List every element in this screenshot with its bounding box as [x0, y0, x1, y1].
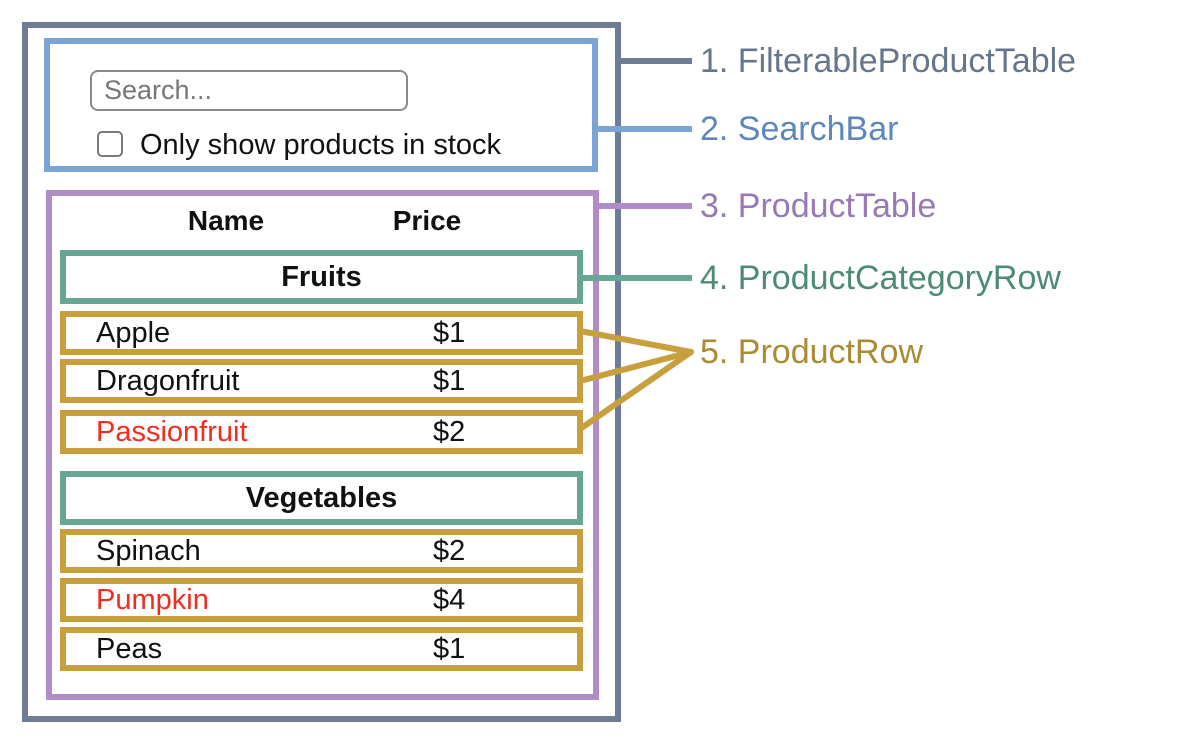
product-name: Spinach: [96, 534, 201, 567]
legend-search-bar: 2. SearchBar: [700, 110, 899, 148]
in-stock-checkbox[interactable]: [97, 131, 123, 157]
product-row-spinach: Spinach $2: [60, 529, 583, 573]
product-row-pumpkin: Pumpkin $4: [60, 578, 583, 622]
category-label: Fruits: [281, 260, 362, 293]
category-row-fruits: Fruits: [60, 250, 583, 304]
column-header-name: Name: [187, 205, 265, 236]
search-input[interactable]: [90, 70, 408, 111]
product-name: Peas: [96, 632, 163, 665]
legend-product-row: 5. ProductRow: [700, 333, 923, 371]
legend-filterable-product-table: 1. FilterableProductTable: [700, 42, 1077, 80]
product-price: $4: [433, 583, 466, 616]
product-name: Dragonfruit: [96, 364, 240, 397]
column-header-price: Price: [392, 205, 462, 236]
product-row-peas: Peas $1: [60, 627, 583, 671]
product-price: $1: [433, 316, 466, 349]
legend-product-category-row: 4. ProductCategoryRow: [700, 259, 1061, 297]
product-name: Apple: [96, 316, 171, 349]
product-price: $1: [433, 364, 466, 397]
product-price: $2: [433, 534, 466, 567]
product-name: Pumpkin: [96, 583, 209, 616]
product-row-passionfruit: Passionfruit $2: [60, 410, 583, 454]
product-price: $1: [433, 632, 466, 665]
product-price: $2: [433, 415, 466, 448]
category-label: Vegetables: [245, 481, 398, 514]
category-row-vegetables: Vegetables: [60, 471, 583, 525]
product-row-dragonfruit: Dragonfruit $1: [60, 359, 583, 403]
legend-product-table: 3. ProductTable: [700, 187, 937, 225]
in-stock-checkbox-label: Only show products in stock: [140, 129, 502, 161]
product-name: Passionfruit: [96, 415, 248, 448]
product-row-apple: Apple $1: [60, 311, 583, 355]
